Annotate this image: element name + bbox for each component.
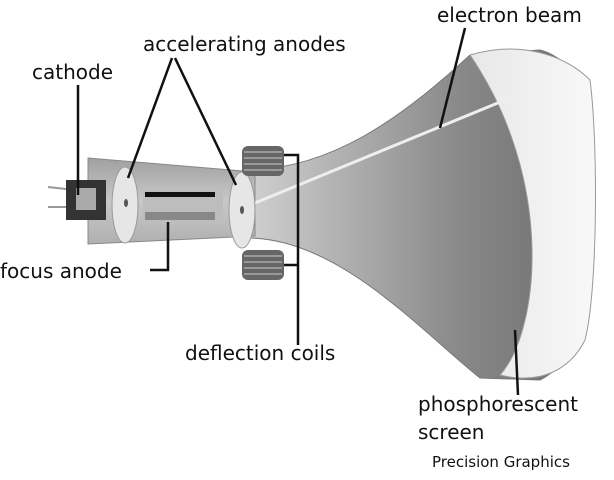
screen-label: screen <box>418 420 485 444</box>
phosphorescent-label: phosphorescent <box>418 392 578 416</box>
deflection-coils-label: deflection coils <box>185 341 336 365</box>
deflection-coil-bottom <box>242 250 284 280</box>
leader-lines <box>76 27 520 396</box>
deflection-coil-top <box>242 146 284 176</box>
accelerating-anodes-label: accelerating anodes <box>143 32 346 56</box>
electron-beam-ray <box>249 98 506 207</box>
cathode-label: cathode <box>32 60 114 84</box>
credit-text: Precision Graphics <box>432 453 570 471</box>
phosphorescent-screen-shape <box>469 48 596 379</box>
focus-anode-label: focus anode <box>0 259 122 283</box>
electron-beam-label: electron beam <box>437 3 582 27</box>
